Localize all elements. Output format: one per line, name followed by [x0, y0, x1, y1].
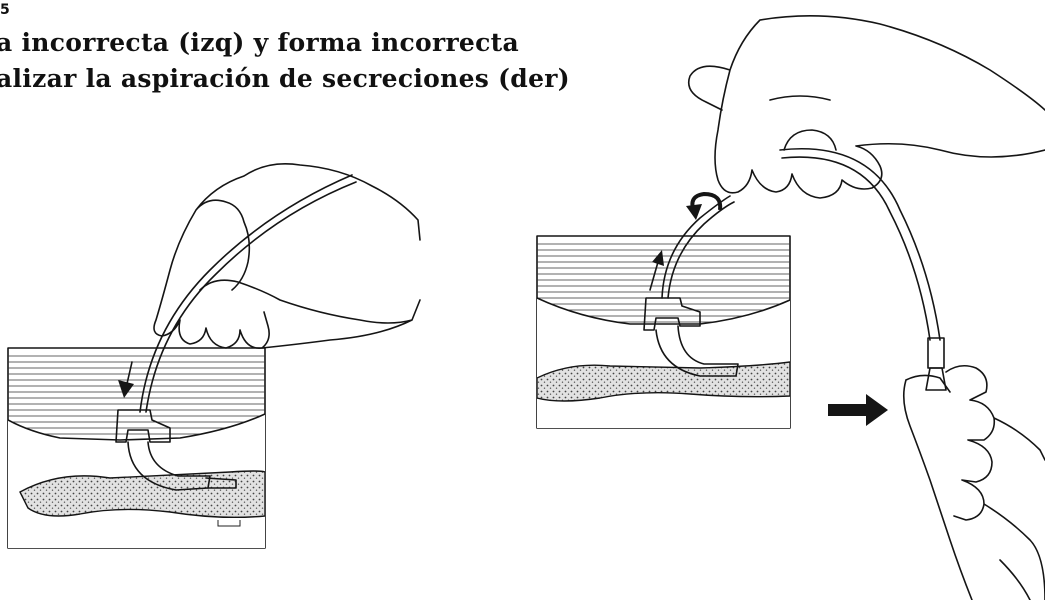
figure-number: 5	[0, 2, 10, 18]
left-hatched-region	[8, 355, 265, 435]
left-panel	[7, 163, 421, 549]
upper-hand-illustration	[687, 15, 1045, 199]
left-tracheostomy-tube	[115, 409, 237, 491]
lower-hand-illustration	[902, 364, 1045, 600]
left-airway-tissue	[19, 470, 265, 519]
figure-title-line-1: a incorrecta (izq) y forma incorrecta	[0, 28, 520, 57]
right-panel	[536, 15, 1045, 600]
right-tracheostomy-tube	[643, 297, 739, 377]
left-inset-box	[7, 347, 266, 549]
right-suction-catheter	[779, 148, 941, 341]
figure-title-line-2: alizar la aspiración de secreciones (der…	[0, 64, 570, 93]
right-airway-tissue	[537, 361, 790, 402]
up-arrow-icon	[649, 250, 664, 291]
right-inset-box	[536, 235, 791, 429]
left-suction-catheter	[139, 174, 353, 413]
left-hand-illustration	[153, 163, 421, 349]
right-pointer-arrow-icon	[828, 394, 888, 426]
down-arrow-icon	[118, 361, 134, 398]
rotation-arrow-icon	[686, 191, 723, 220]
